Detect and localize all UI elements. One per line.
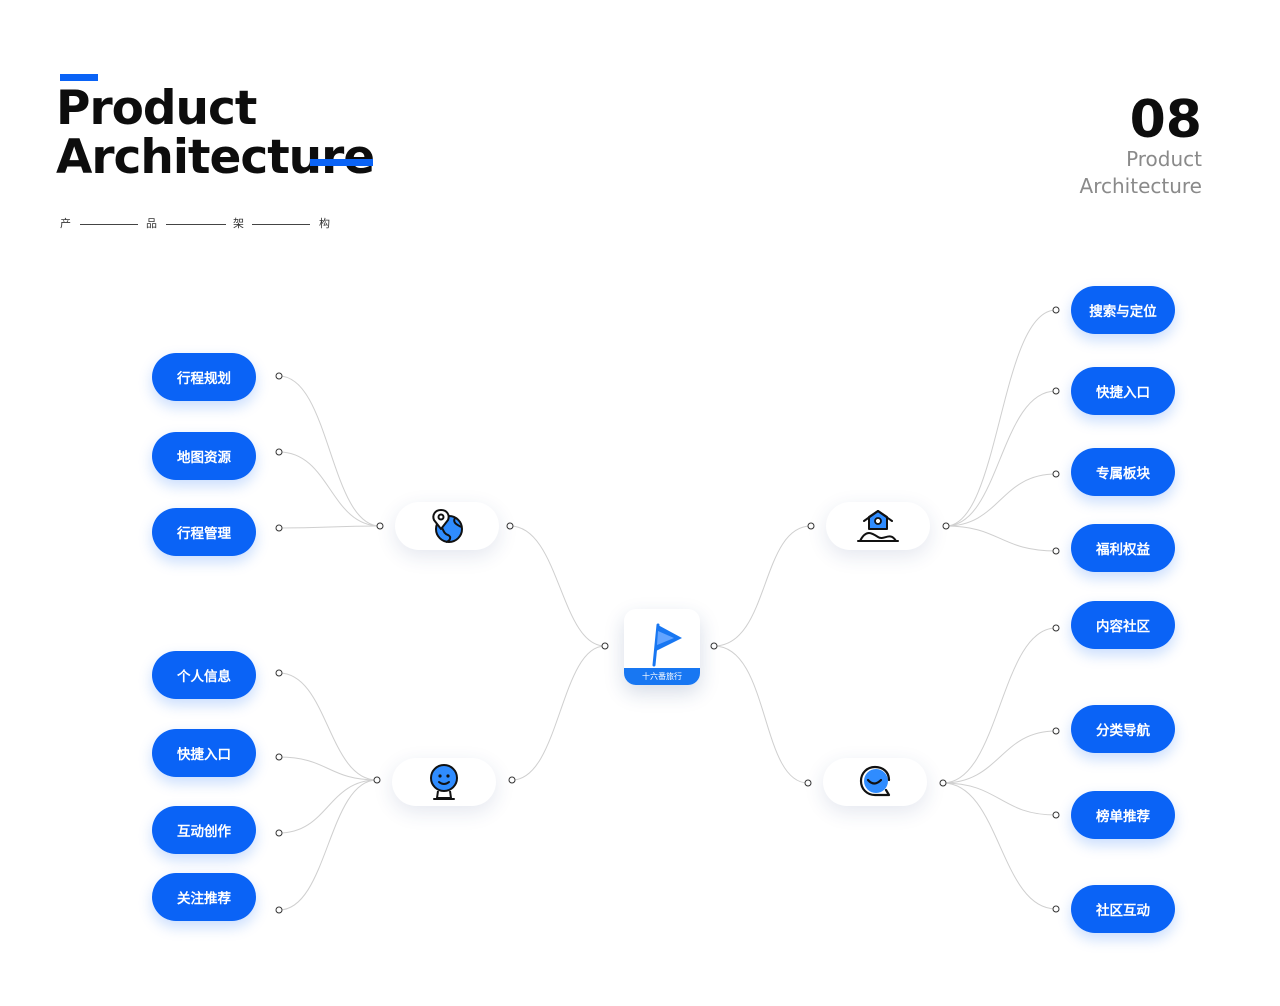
connector-curve <box>942 782 1057 910</box>
connector-dot <box>506 522 514 530</box>
item-quick-entry[interactable]: 快捷入口 <box>152 729 256 777</box>
connector-curve <box>278 756 378 781</box>
subtitle-divider <box>166 224 226 225</box>
connector-dot <box>508 776 516 784</box>
page-number: 08 <box>1129 90 1202 150</box>
connector-dot <box>376 522 384 530</box>
subtitle-char: 品 <box>146 217 157 230</box>
hub-node-community <box>823 758 927 806</box>
title-accent-bar-bottom <box>310 159 373 166</box>
page-subtitle: 产 品 架 构 <box>60 216 340 232</box>
page-title-line1: Product <box>56 81 257 136</box>
item-interactive-creation[interactable]: 互动创作 <box>152 806 256 854</box>
connector-dot <box>275 448 283 456</box>
subtitle-char: 构 <box>319 217 330 230</box>
connector-curve <box>278 672 378 781</box>
connector-dot <box>1052 306 1060 314</box>
connector-dot <box>1052 624 1060 632</box>
hub-node-home <box>826 502 930 550</box>
subtitle-char: 架 <box>233 217 244 230</box>
connector-curve <box>945 309 1057 527</box>
item-trip-planning[interactable]: 行程规划 <box>152 353 256 401</box>
item-map-resources[interactable]: 地图资源 <box>152 432 256 480</box>
connector-curve <box>942 730 1057 784</box>
flag-icon <box>652 623 682 667</box>
connector-dot <box>710 642 718 650</box>
page-title-line2: Architecture <box>56 130 375 185</box>
center-app-icon: 十六番旅行 <box>624 609 700 685</box>
connector-curve <box>942 627 1057 784</box>
item-ranking-recommend[interactable]: 榜单推荐 <box>1071 791 1175 839</box>
connector-dot <box>939 779 947 787</box>
item-personal-info[interactable]: 个人信息 <box>152 651 256 699</box>
connector-curve <box>278 451 381 527</box>
subtitle-divider <box>252 224 310 225</box>
page-label-line2: Architecture <box>1079 174 1202 198</box>
subtitle-char: 产 <box>60 217 71 230</box>
page-label-line1: Product <box>1126 147 1202 171</box>
page-title: Product Architecture <box>56 81 375 185</box>
connector-dot <box>1052 387 1060 395</box>
connector-dot <box>275 372 283 380</box>
app-name-label: 十六番旅行 <box>624 668 700 685</box>
connector-curve <box>278 375 381 527</box>
item-community-interaction[interactable]: 社区互动 <box>1071 885 1175 933</box>
connector-curve <box>278 779 378 911</box>
connector-curve <box>511 645 606 781</box>
item-exclusive-section[interactable]: 专属板块 <box>1071 448 1175 496</box>
connector-curve <box>509 525 606 647</box>
title-accent-bar-top <box>60 74 98 81</box>
connector-dot <box>373 776 381 784</box>
connector-curve <box>713 645 809 784</box>
item-benefits[interactable]: 福利权益 <box>1071 524 1175 572</box>
connector-dot <box>1052 727 1060 735</box>
page-label: Product Architecture <box>1002 146 1202 200</box>
connector-dot <box>275 524 283 532</box>
webcam-face-icon <box>430 764 458 800</box>
connector-curve <box>278 779 378 834</box>
hub-node-trip <box>395 502 499 550</box>
item-quick-entry[interactable]: 快捷入口 <box>1071 367 1175 415</box>
connector-dot <box>1052 905 1060 913</box>
connector-dot <box>1052 547 1060 555</box>
item-category-nav[interactable]: 分类导航 <box>1071 705 1175 753</box>
item-follow-recommend[interactable]: 关注推荐 <box>152 873 256 921</box>
connector-dot <box>275 906 283 914</box>
connector-dot <box>1052 811 1060 819</box>
connector-dot <box>804 779 812 787</box>
connector-dot <box>601 642 609 650</box>
home-location-icon <box>857 510 899 542</box>
connector-curve <box>713 525 812 647</box>
connector-dot <box>1052 470 1060 478</box>
connector-dot <box>275 829 283 837</box>
connector-curve <box>278 525 381 529</box>
item-content-community[interactable]: 内容社区 <box>1071 601 1175 649</box>
connector-dot <box>942 522 950 530</box>
connector-curve <box>942 782 1057 816</box>
connector-curve <box>945 525 1057 552</box>
connector-dot <box>807 522 815 530</box>
item-search-location[interactable]: 搜索与定位 <box>1071 286 1175 334</box>
connector-dot <box>275 669 283 677</box>
item-trip-management[interactable]: 行程管理 <box>152 508 256 556</box>
hub-node-profile <box>392 758 496 806</box>
chat-smile-icon <box>859 765 891 797</box>
connector-curve <box>945 390 1057 527</box>
connector-dot <box>275 753 283 761</box>
subtitle-divider <box>80 224 138 225</box>
globe-location-icon <box>432 509 463 543</box>
connector-curve <box>945 473 1057 527</box>
